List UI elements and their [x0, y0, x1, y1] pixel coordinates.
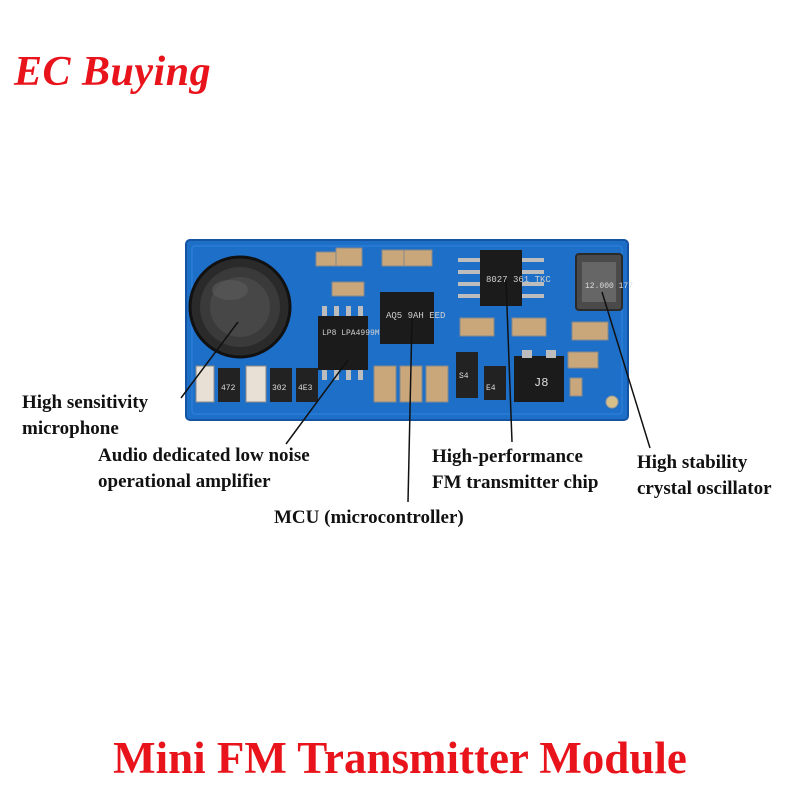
label-mcu: MCU (microcontroller)	[274, 507, 464, 528]
fm-chip-marking: 8027 361 TKC	[486, 275, 551, 285]
resistor-302-marking: 302	[272, 384, 287, 393]
e4-marking: E4	[486, 384, 496, 393]
crystal-oscillator: 12.000 177	[575, 253, 633, 311]
resistor-472-marking: 472	[221, 384, 236, 393]
label-crystal: High stability crystal oscillator	[637, 452, 772, 499]
fm-transmitter-chip: 8027 361 TKC	[458, 250, 551, 306]
label-amplifier: Audio dedicated low noise operational am…	[98, 445, 310, 492]
j8-marking: J8	[534, 376, 548, 390]
label-microphone: High sensitivity microphone	[22, 392, 149, 439]
microphone-component	[188, 255, 292, 359]
resistor-4e3-marking: 4E3	[298, 384, 313, 393]
brand-logo: EC Buying	[14, 49, 212, 95]
s4-marking: S4	[459, 372, 469, 381]
opamp-marking: LP8 LPA4999M J01	[322, 329, 399, 338]
mcu-marking: AQ5 9AH EED	[386, 311, 445, 321]
mcu-chip: AQ5 9AH EED	[380, 292, 445, 344]
bottom-components: 472 302 4E3 S4 E4 J8	[195, 350, 619, 409]
opamp-chip: LP8 LPA4999M J01	[318, 306, 399, 380]
crystal-marking: 12.000 177	[585, 282, 633, 291]
leader-lines	[180, 279, 651, 503]
label-fm-chip: High-performance FM transmitter chip	[432, 446, 599, 493]
page-title: Mini FM Transmitter Module	[113, 733, 687, 783]
